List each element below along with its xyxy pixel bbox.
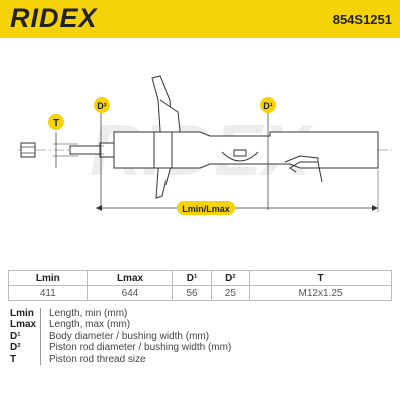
spring-seat (151, 75, 181, 199)
table-header-row: Lmin Lmax D¹ D² T (8, 270, 392, 286)
damper-body (171, 131, 379, 183)
td-lmax: 644 (86, 285, 174, 301)
dimension-table: Lmin Lmax D¹ D² T 411 644 56 25 M12x1.25 (8, 270, 392, 301)
th-lmin: Lmin (8, 270, 88, 286)
td-lmin: 411 (8, 285, 88, 301)
part-number: 854S1251 (332, 12, 392, 27)
dim-d2: D² (94, 97, 110, 210)
td-d2: 25 (210, 285, 251, 301)
dim-d1: D¹ (260, 97, 276, 210)
table-row: 411 644 56 25 M12x1.25 (8, 285, 392, 301)
th-lmax: Lmax (86, 270, 174, 286)
list-item: D² Piston rod diameter / bushing width (… (10, 342, 232, 354)
header-bar: RIDEX 854S1251 (0, 0, 400, 38)
label-length: Lmin/Lmax (182, 204, 230, 214)
list-item: T Piston rod thread size (10, 353, 146, 365)
piston-rod (69, 131, 155, 169)
th-t: T (249, 270, 392, 286)
nut-icon (20, 142, 36, 158)
th-d1: D¹ (172, 270, 212, 286)
brand-logo: RIDEX (10, 3, 98, 33)
td-t: M12x1.25 (249, 285, 392, 301)
label-d1: D¹ (263, 101, 273, 111)
list-item: D¹ Body diameter / bushing width (mm) (10, 330, 210, 343)
th-d2: D² (210, 270, 251, 286)
label-d2: D² (97, 101, 107, 111)
dim-length: Lmin/Lmax (96, 170, 379, 215)
legend: Lmin Length, min (mm) Lmax Length, max (… (10, 308, 231, 365)
dim-t: T (48, 114, 78, 168)
td-d1: 56 (172, 285, 212, 301)
list-item: Lmin Length, min (mm) (10, 308, 128, 320)
list-item: Lmax Length, max (mm) (10, 319, 131, 331)
shock-absorber-drawing: RIDEX (18, 75, 392, 215)
label-t: T (53, 118, 59, 129)
